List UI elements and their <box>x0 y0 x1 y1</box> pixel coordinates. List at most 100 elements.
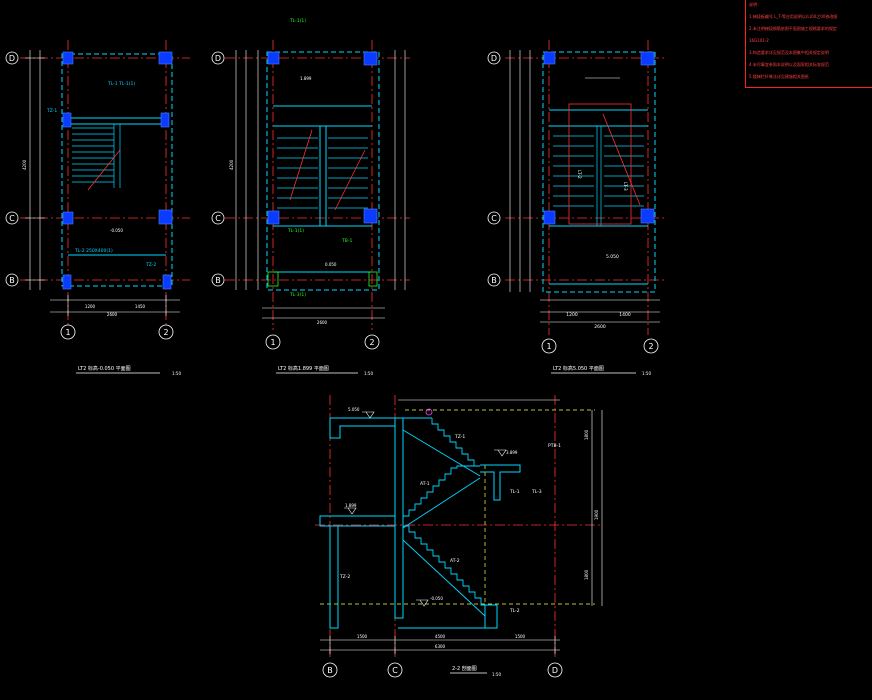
section-axis-label-c: C <box>392 666 398 675</box>
axis-label-c: C <box>9 214 15 223</box>
plan1-cut-line <box>87 149 121 191</box>
plan3-label-mid2: LT-3 <box>622 182 628 191</box>
plan1-dim-side: 4200 <box>22 159 27 170</box>
section-label-4: PTB-1 <box>548 443 561 449</box>
plan-1: D C B 1 2 TZ-1 TZ-2 TL-1 TL-1(1) TL-2 25… <box>5 40 190 376</box>
plan2-elev2: 0.050 <box>325 262 337 267</box>
plan1-dim-a: 1200 <box>85 304 96 309</box>
plan1-wall-outline <box>61 53 173 287</box>
axis-bubble-c <box>5 211 19 225</box>
plan1-dim-total: 2600 <box>107 312 118 317</box>
plan-3: D C B 1 2 LT-2 LT-3 5.050 1200 1400 2600… <box>487 40 665 376</box>
section-label-2: TL-3 <box>531 489 542 495</box>
section-axis-label-d: D <box>552 666 558 675</box>
section-middle-flight <box>402 465 481 529</box>
plan1-dim-b: 1450 <box>135 304 146 309</box>
axis-label-b: B <box>9 276 15 285</box>
notes-line-4: 3.构造要求详见规范及本图集中相关规定说明 <box>749 50 829 55</box>
plan2-label-tl: TL-1(1) <box>289 18 306 24</box>
plan2-label-tb: TB-1 <box>341 238 352 244</box>
plan2-columns <box>267 51 378 225</box>
section-title: 2-2 剖面图 <box>452 665 477 672</box>
plan3-title: LT2 标高5.050 平面图 <box>553 365 604 372</box>
plan2-axis-label-c: C <box>215 214 221 223</box>
plan3-stair-treads <box>553 126 644 226</box>
plan2-label-tl3: TL-3(1) <box>289 292 306 298</box>
notes-line-6: 5.楼梯栏杆做法详见建施相关图纸 <box>749 74 809 79</box>
plan2-axis-label-1: 1 <box>270 338 275 347</box>
plan2-cut-line <box>334 149 366 211</box>
section-dim-side3: 1800 <box>584 569 589 580</box>
plan1-scale: 1:50 <box>172 371 181 376</box>
plan3-elev: 5.050 <box>606 254 619 260</box>
section-scale: 1:50 <box>492 672 501 677</box>
plan2-axis-label-2: 2 <box>369 338 374 347</box>
section-dim-1: 1500 <box>357 634 368 639</box>
notes-line-3: 16G101-2 <box>749 38 769 43</box>
axis-label-2: 2 <box>163 328 168 337</box>
notes-line-5: 4.未尽事宜参照本说明以及国家相关标准规范 <box>749 62 829 67</box>
axis-label-1: 1 <box>65 328 70 337</box>
plan2-dimensions <box>235 50 406 319</box>
plan3-dim-a: 1200 <box>566 312 578 318</box>
plan3-axis-label-1: 1 <box>546 342 551 351</box>
section-axis-label-b: B <box>327 666 333 675</box>
section-dim-3: 1500 <box>515 634 526 639</box>
plan1-label-tz1: TZ-1 <box>46 108 57 114</box>
section-dimensions <box>320 399 603 654</box>
section-mark-circle <box>425 408 433 416</box>
section-upper-flight <box>402 418 481 477</box>
plan2-dim-total: 2600 <box>317 320 328 325</box>
plan2-stair-treads <box>277 137 368 209</box>
section-label-1: TL-1 <box>509 489 520 495</box>
axis-label-d: D <box>9 54 15 63</box>
plan1-elev: -0.050 <box>110 228 123 233</box>
plan2-cut-line-2 <box>289 129 313 201</box>
plan2-axis-label-b: B <box>215 276 221 285</box>
section-elev-mid: 3.899 <box>506 450 518 455</box>
plan3-label-mid: LT-2 <box>576 170 582 179</box>
notes-title: 说明： <box>749 2 761 7</box>
plan2-scale: 1:50 <box>364 371 373 376</box>
plan2-dim-side: 4200 <box>229 159 234 170</box>
section-label-7: AT-2 <box>450 558 460 564</box>
plan1-label-beam: TL-1 TL-1(1) <box>107 81 135 87</box>
section-lower-flight <box>402 525 497 617</box>
plan2-axis-label-d: D <box>215 54 221 63</box>
section-structure <box>319 417 521 629</box>
axis-bubble-d <box>5 51 19 65</box>
design-notes-box: 说明： 1.梯段板编号 L_T-等应用说明以(L)00之00修改图 2.未注明梯… <box>745 0 872 88</box>
plan1-stair-treads <box>72 124 121 188</box>
plan1-dimensions <box>25 50 180 316</box>
section-label-3: TL-2 <box>509 608 520 614</box>
plan2-green-marks <box>267 271 378 287</box>
axis-bubble-b <box>5 273 19 287</box>
plan2-label-tl2: TL-1(1) <box>287 228 304 234</box>
notes-line-1: 1.梯段板编号 L_T-等应用说明以(L)00之00修改图 <box>749 14 838 19</box>
plan3-axis-label-2: 2 <box>648 342 653 351</box>
section-dim-2: 4500 <box>435 634 446 639</box>
plan3-axis-label-b: B <box>491 276 497 285</box>
axis-bubble-1 <box>60 324 76 340</box>
plan1-label-tz2: TZ-2 <box>145 262 156 268</box>
section-dim-side1: 1800 <box>584 429 589 440</box>
section-label-6: AT-1 <box>420 481 430 487</box>
section-label-0: TZ-1 <box>454 434 465 440</box>
section-dim-total: 6300 <box>435 644 446 649</box>
plan3-scale: 1:50 <box>642 371 651 376</box>
plan3-axis-label-c: C <box>491 214 497 223</box>
section-2-2: 5.050 3.899 1.899 -0.050 1500 4500 1500 … <box>315 395 603 678</box>
section-elev-low: 1.899 <box>345 503 357 508</box>
plan3-opening-outline <box>568 103 632 225</box>
section-elev-top: 5.050 <box>348 407 360 412</box>
section-label-5: TZ-2 <box>339 574 350 580</box>
plan1-title: LT2 标高-0.050 平面图 <box>78 365 131 372</box>
plan3-dim-b: 1400 <box>619 312 631 318</box>
plan3-dim-total: 2600 <box>594 324 606 330</box>
plan3-columns <box>543 51 655 225</box>
axis-bubble-2 <box>158 324 174 340</box>
plan3-axis-label-d: D <box>491 54 497 63</box>
notes-line-2: 2.未注明梯段钢筋依照平面图施工规格要求的规定 <box>749 26 837 31</box>
plan2-elev: 1.899 <box>300 76 312 81</box>
